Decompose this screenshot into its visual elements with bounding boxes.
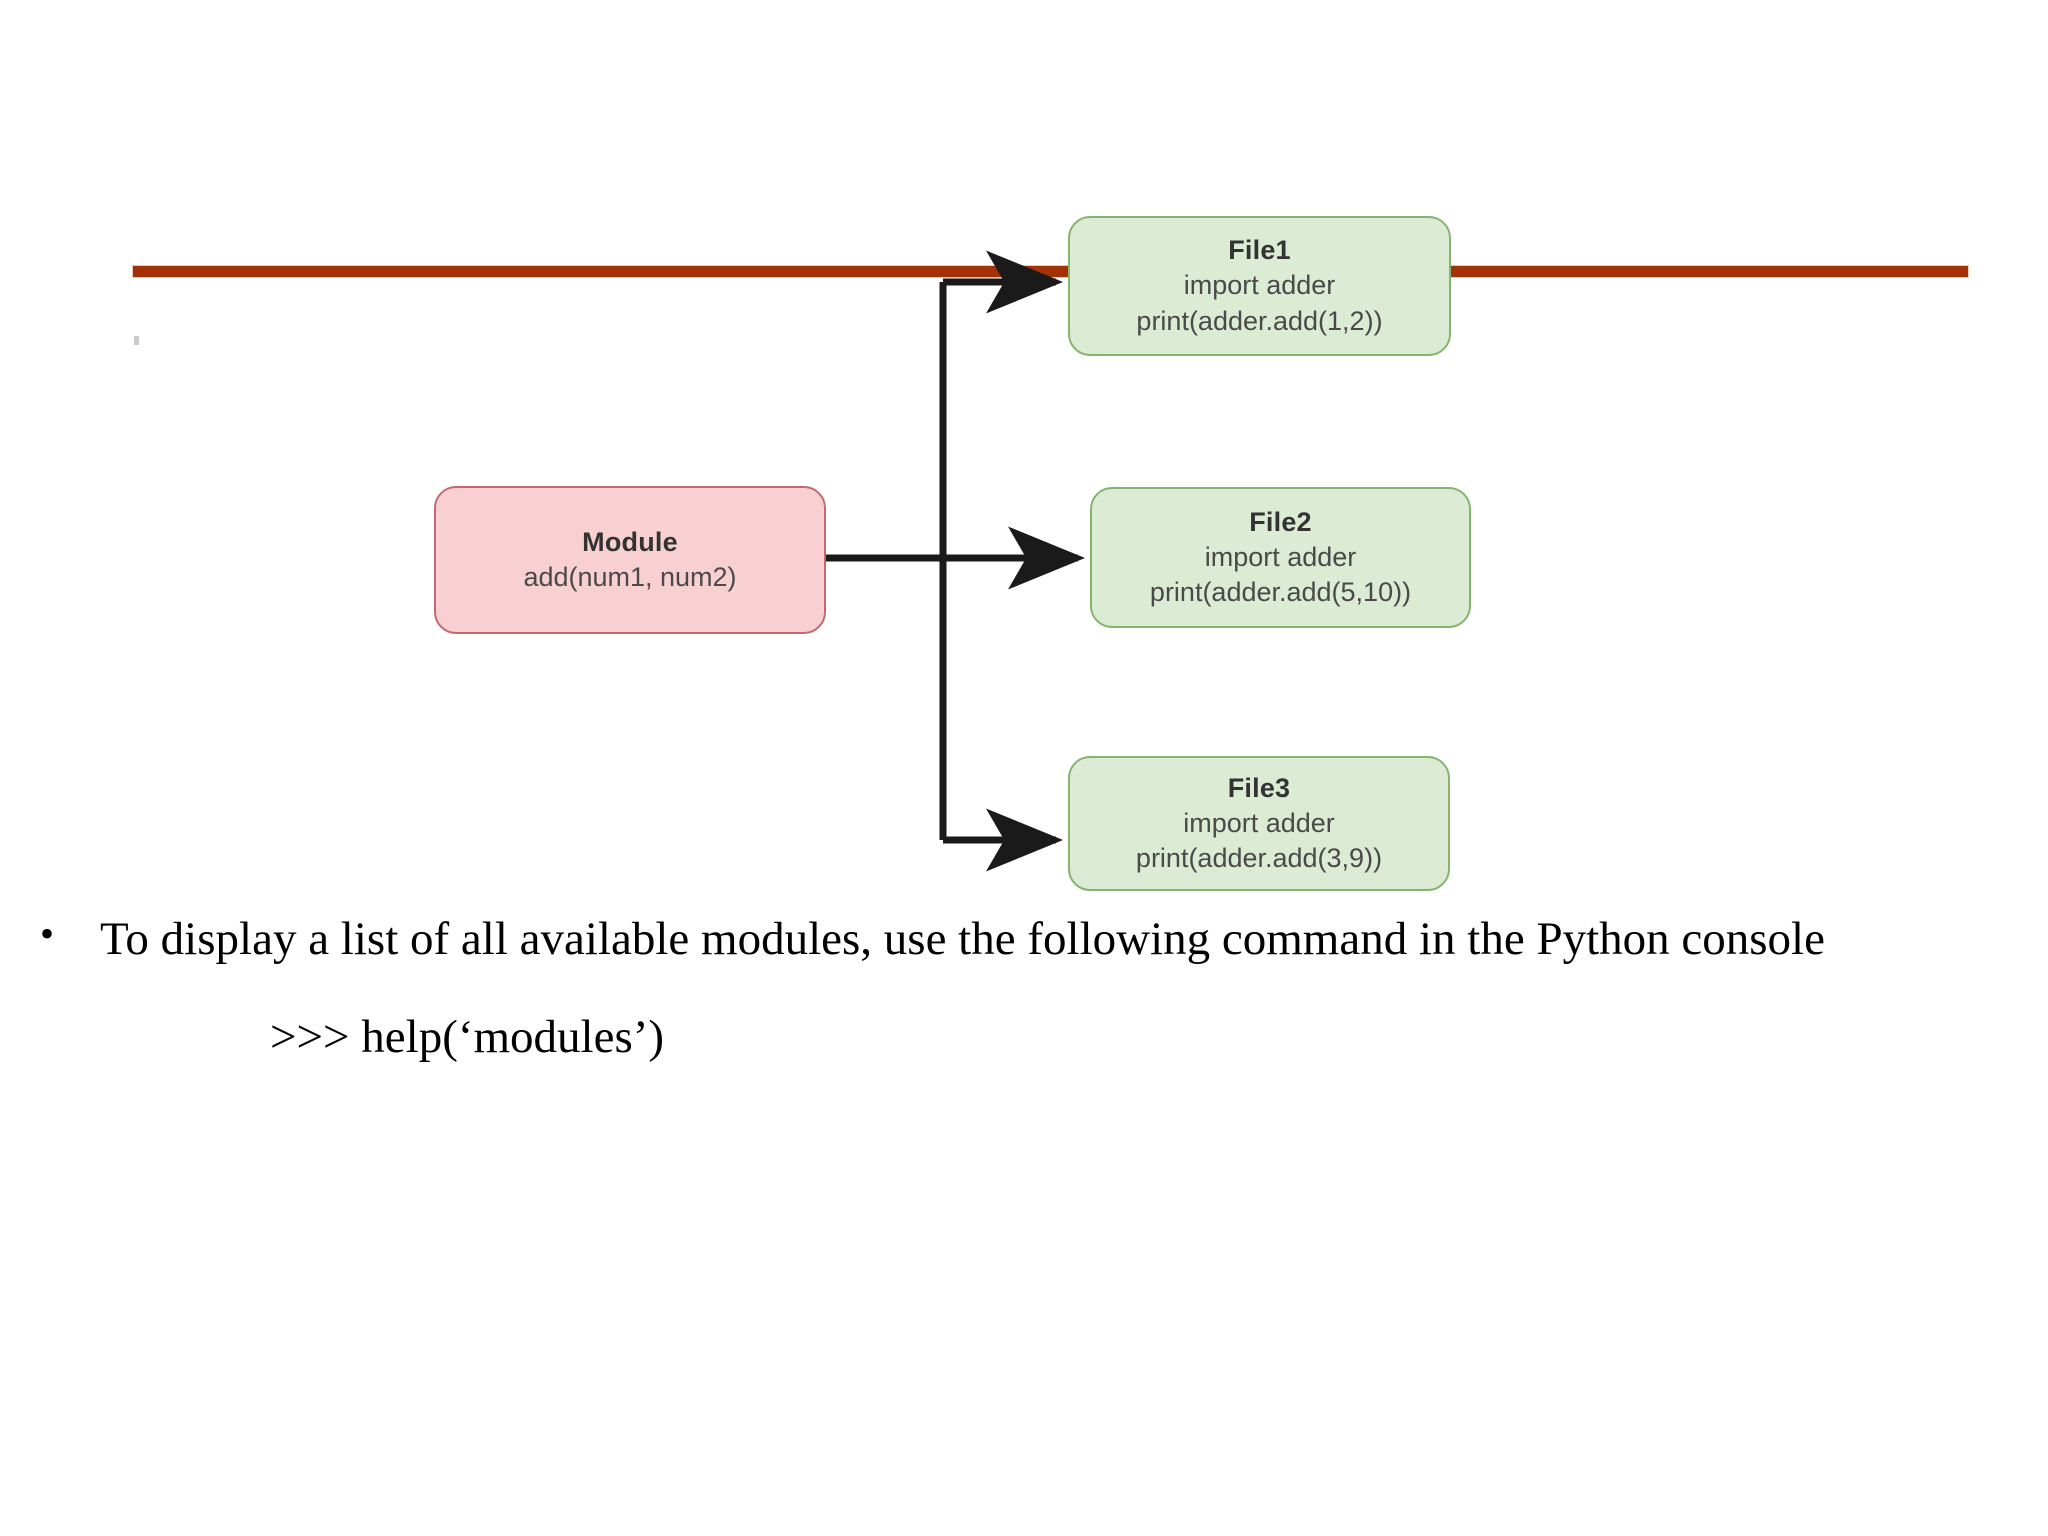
module-node-signature: add(num1, num2) bbox=[523, 562, 737, 592]
file3-print-line: print(adder.add(3,9)) bbox=[1135, 843, 1383, 874]
file3-import-line: import adder bbox=[1183, 807, 1335, 838]
diagram-node-module[interactable]: Module add(num1, num2) bbox=[434, 486, 826, 634]
file3-node-title: File3 bbox=[1227, 772, 1291, 803]
file1-import-line: import adder bbox=[1183, 270, 1336, 301]
file1-print-line: print(adder.add(1,2)) bbox=[1136, 305, 1383, 336]
bullet-marker-icon: • bbox=[40, 911, 55, 956]
diagram-node-file3[interactable]: File3 import adder print(adder.add(3,9)) bbox=[1068, 756, 1450, 891]
diagram-node-file2[interactable]: File2 import adder print(adder.add(5,10)… bbox=[1090, 487, 1471, 628]
file2-node-title: File2 bbox=[1249, 506, 1312, 537]
bullet-item: • To display a list of all available mod… bbox=[28, 900, 1958, 980]
file2-print-line: print(adder.add(5,10)) bbox=[1149, 577, 1412, 608]
file2-import-line: import adder bbox=[1204, 541, 1357, 572]
bullet-text: To display a list of all available modul… bbox=[100, 913, 1825, 965]
diagram-node-file1[interactable]: File1 import adder print(adder.add(1,2)) bbox=[1068, 216, 1451, 356]
file1-node-title: File1 bbox=[1228, 235, 1291, 266]
code-example-line: >>> help(‘modules’) bbox=[270, 1010, 665, 1063]
slide-body: • To display a list of all available mod… bbox=[28, 900, 1958, 1069]
module-node-title: Module bbox=[582, 526, 678, 557]
scan-artifact bbox=[134, 336, 139, 345]
